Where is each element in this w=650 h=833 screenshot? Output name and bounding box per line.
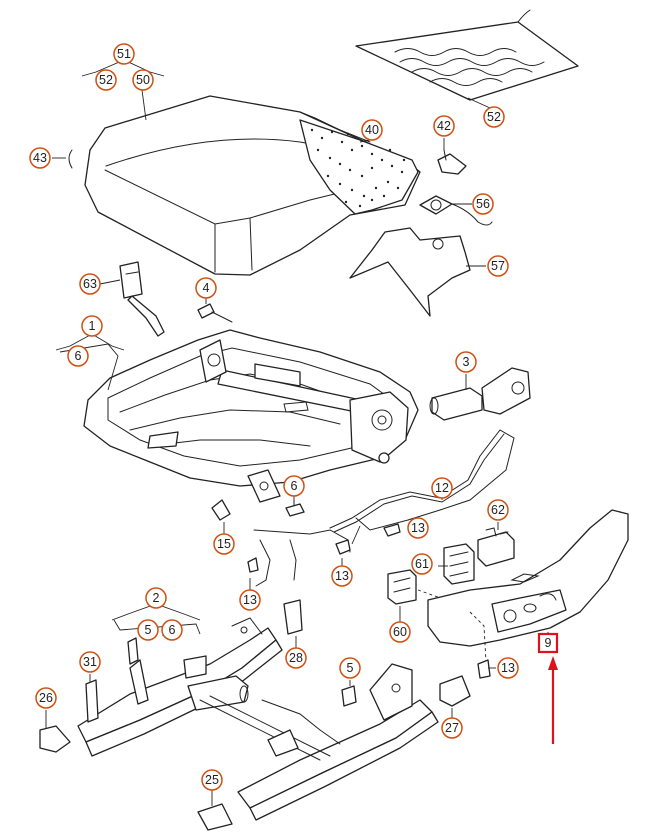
svg-text:60: 60 [393, 625, 407, 639]
retaining-clip [437, 138, 467, 175]
callout-2[interactable]: 2 [145, 587, 167, 609]
bolt-31 [85, 679, 99, 723]
svg-text:43: 43 [33, 151, 47, 165]
bolt-13 [477, 659, 491, 679]
bolt-6 [285, 499, 305, 517]
callout-40[interactable]: 40 [361, 119, 383, 141]
callout-51[interactable]: 51 [113, 43, 135, 65]
callout-12[interactable]: 12 [431, 477, 453, 499]
svg-text:52: 52 [99, 73, 113, 87]
callout-13-rod[interactable]: 13 [407, 517, 429, 539]
seat-side-trim [427, 509, 629, 663]
svg-text:50: 50 [136, 73, 150, 87]
svg-text:52: 52 [487, 110, 501, 124]
callout-15[interactable]: 15 [213, 533, 235, 555]
seat-heater-mat [355, 9, 579, 109]
cover-27 [439, 675, 471, 707]
clip-15 [211, 499, 231, 521]
svg-text:13: 13 [243, 593, 257, 607]
svg-text:9: 9 [545, 636, 552, 650]
svg-text:2: 2 [153, 591, 160, 605]
callout-1[interactable]: 1 [81, 315, 103, 337]
red-arrow-icon [548, 656, 558, 744]
occupant-sensor [419, 195, 493, 226]
cushion-foam-pad [299, 119, 419, 215]
svg-text:15: 15 [217, 537, 231, 551]
svg-text:13: 13 [501, 661, 515, 675]
callout-13-trim[interactable]: 13 [497, 657, 519, 679]
bolt-5 [127, 637, 139, 665]
bolt-4 [197, 300, 233, 323]
svg-text:5: 5 [145, 623, 152, 637]
svg-text:57: 57 [491, 259, 505, 273]
callout-5-rail[interactable]: 5 [137, 619, 159, 641]
callout-4[interactable]: 4 [195, 277, 217, 299]
seat-occupancy-mat [349, 227, 486, 317]
callout-27[interactable]: 27 [441, 717, 463, 739]
callout-26[interactable]: 26 [35, 687, 57, 709]
callout-56[interactable]: 56 [472, 193, 494, 215]
svg-text:3: 3 [463, 355, 470, 369]
seat-belt-buckle [99, 261, 165, 337]
svg-text:6: 6 [75, 349, 82, 363]
seat-frame [59, 329, 419, 503]
callout-5-cap[interactable]: 5 [339, 657, 361, 679]
svg-text:13: 13 [335, 569, 349, 583]
callout-42[interactable]: 42 [433, 115, 455, 137]
callout-13-mid[interactable]: 13 [331, 565, 353, 587]
svg-text:61: 61 [415, 557, 429, 571]
callout-60[interactable]: 60 [389, 621, 411, 643]
svg-text:6: 6 [169, 623, 176, 637]
svg-text:13: 13 [411, 521, 425, 535]
callout-62[interactable]: 62 [487, 499, 509, 521]
svg-text:27: 27 [445, 721, 459, 735]
cable-bracket [247, 523, 401, 587]
callout-25[interactable]: 25 [201, 769, 223, 791]
clip-43 [68, 149, 73, 169]
callout-6-frame[interactable]: 6 [67, 345, 89, 367]
callout-57[interactable]: 57 [487, 255, 509, 277]
svg-text:51: 51 [117, 47, 131, 61]
callout-13-left[interactable]: 13 [239, 589, 261, 611]
svg-text:31: 31 [83, 655, 97, 669]
svg-text:1: 1 [89, 319, 96, 333]
svg-text:6: 6 [291, 479, 298, 493]
svg-text:4: 4 [203, 281, 210, 295]
seat-adjust-motor [429, 367, 531, 421]
svg-text:42: 42 [437, 119, 451, 133]
svg-text:62: 62 [491, 503, 505, 517]
svg-text:12: 12 [435, 481, 449, 495]
svg-text:63: 63 [83, 277, 97, 291]
switch-module [443, 543, 475, 585]
callout-28[interactable]: 28 [285, 647, 307, 669]
svg-text:28: 28 [289, 651, 303, 665]
callout-52[interactable]: 52 [95, 69, 117, 91]
callout-6-rail[interactable]: 6 [161, 619, 183, 641]
svg-text:5: 5 [347, 661, 354, 675]
seat-adjust-switch [477, 527, 515, 567]
callout-63[interactable]: 63 [79, 273, 101, 295]
seat-rail-assembly [77, 617, 439, 821]
callout-52-heater[interactable]: 52 [483, 106, 505, 128]
svg-text:56: 56 [476, 197, 490, 211]
callout-3[interactable]: 3 [455, 351, 477, 373]
cover-25 [197, 803, 233, 831]
callout-6-bolt[interactable]: 6 [283, 475, 305, 497]
svg-text:25: 25 [205, 773, 219, 787]
callout-31[interactable]: 31 [79, 651, 101, 673]
cap-5 [341, 685, 357, 707]
bracket-26 [39, 725, 71, 753]
clip-28 [283, 599, 303, 635]
callout-61[interactable]: 61 [411, 553, 433, 575]
callout-50[interactable]: 50 [132, 69, 154, 91]
callout-9-highlighted[interactable]: 9 [537, 632, 559, 654]
callout-43[interactable]: 43 [29, 147, 51, 169]
svg-text:40: 40 [365, 123, 379, 137]
svg-text:26: 26 [39, 691, 53, 705]
